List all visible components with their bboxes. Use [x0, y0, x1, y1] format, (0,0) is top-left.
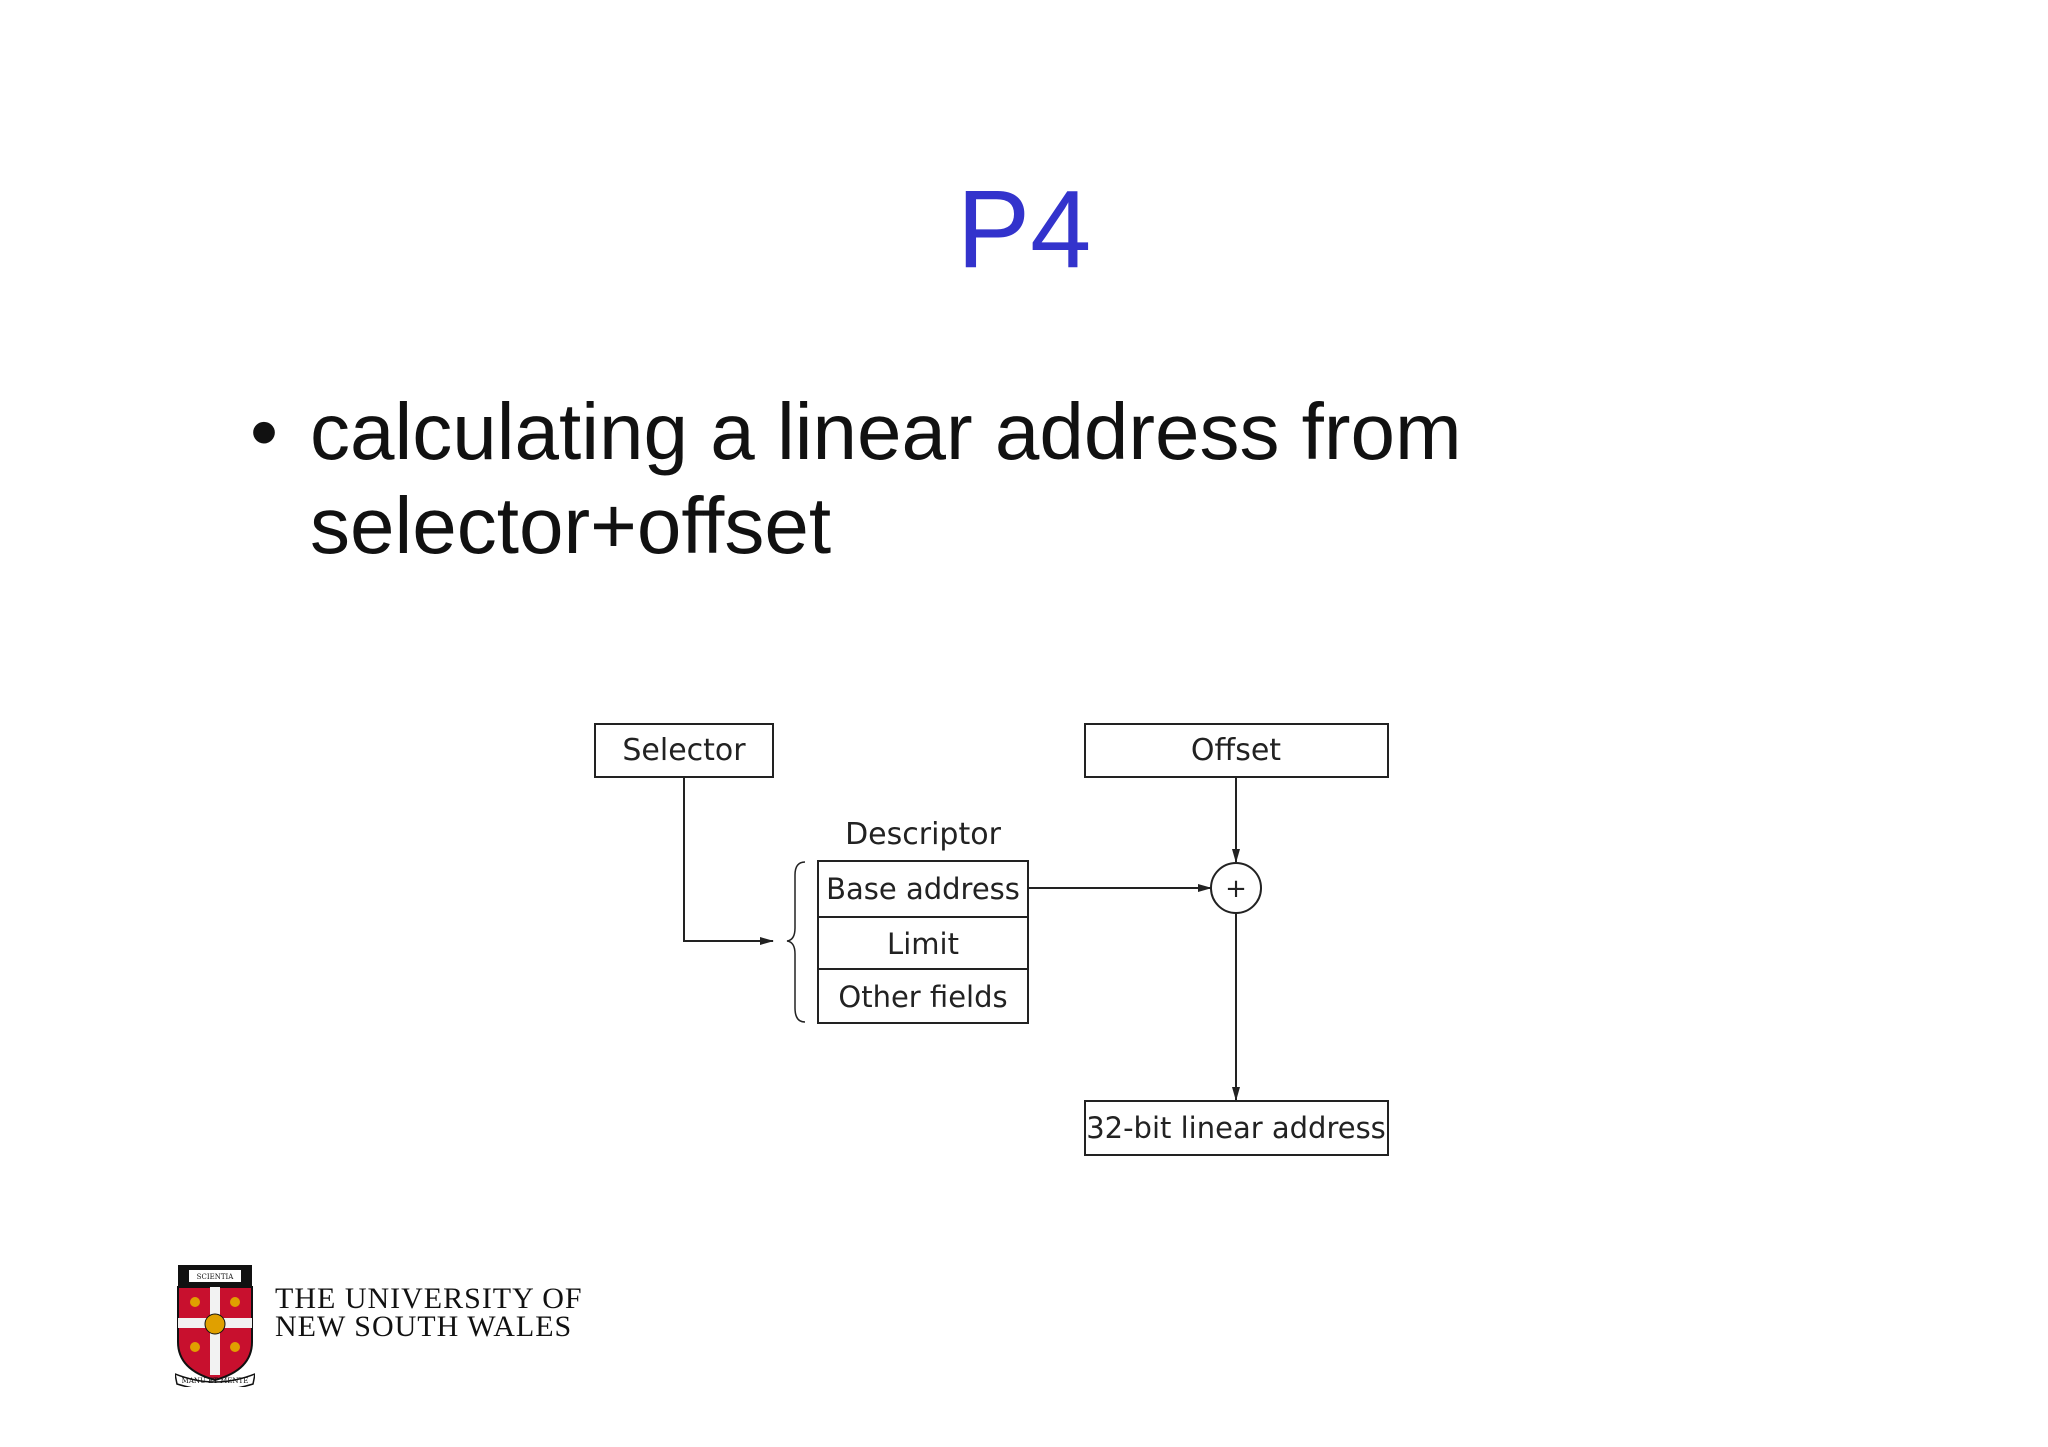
university-wordmark: THE UNIVERSITY OF NEW SOUTH WALES [275, 1282, 583, 1343]
svg-text:MANU ET MENTE: MANU ET MENTE [182, 1377, 249, 1385]
bullet-item: calculating a linear address from select… [310, 387, 1462, 570]
selector-box: Selector [594, 723, 774, 778]
bullet-dot-icon: • [250, 387, 279, 476]
unsw-crest-logo: SCIENTIA MANU ET MENTE [175, 1265, 255, 1387]
linear-address-box: 32-bit linear address [1084, 1100, 1389, 1156]
offset-box: Offset [1084, 723, 1389, 778]
descriptor-field-base-address: Base address [826, 872, 1020, 906]
descriptor-label: Descriptor [845, 817, 1002, 852]
linear-address-label: 32-bit linear address [1086, 1111, 1386, 1145]
university-name-line-1: THE UNIVERSITY OF [275, 1282, 583, 1315]
slide-title: P4 [956, 168, 1092, 291]
adder-node: + [1210, 862, 1262, 914]
university-name-line-2: NEW SOUTH WALES [275, 1310, 573, 1343]
selector-to-descriptor-arrow [683, 777, 774, 945]
adder-symbol: + [1225, 874, 1247, 904]
selector-label: Selector [622, 733, 746, 768]
offset-label: Offset [1191, 733, 1281, 768]
svg-text:SCIENTIA: SCIENTIA [197, 1273, 235, 1281]
descriptor-table: Base address Limit Other fields [817, 860, 1029, 1024]
descriptor-field-other: Other fields [838, 980, 1007, 1014]
descriptor-field-limit: Limit [887, 927, 959, 961]
descriptor-brace [786, 861, 806, 1023]
